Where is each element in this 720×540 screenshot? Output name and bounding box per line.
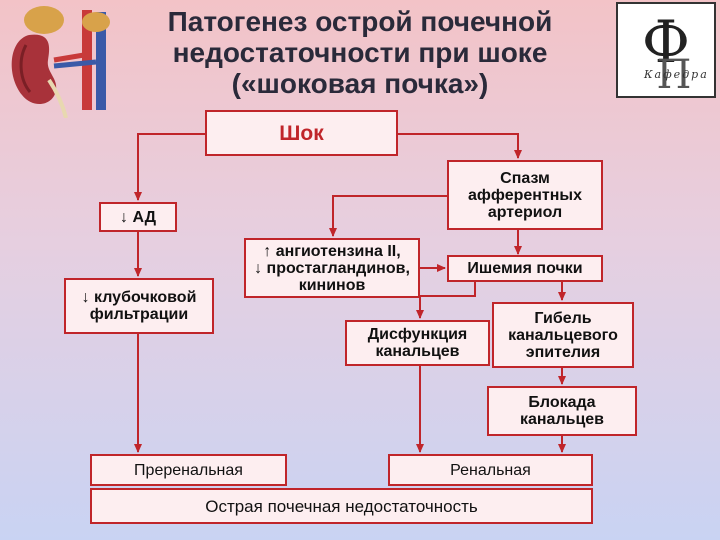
kidney-anatomy-illustration [11,6,110,118]
node-death-label: Гибель канальцевого эпителия [508,309,618,361]
node-death: Гибель канальцевого эпителия [492,302,634,368]
node-blockade-label: Блокада канальцев [519,394,605,428]
node-spasm: Спазм афферентных артериол [447,160,603,230]
logo-caption: Кафедра [644,68,709,81]
node-dysfunction-label: Дисфункция канальцев [367,326,468,360]
node-angiotensin-label: ↑ ангиотензина II, ↓ простагландинов, ки… [254,242,410,294]
department-logo: Ф П Кафедра [616,2,716,98]
node-prerenal-label: Преренальная [134,461,243,479]
node-ad: ↓ АД [99,202,177,232]
node-spasm-label: Спазм афферентных артериол [468,169,582,221]
node-angiotensin: ↑ ангиотензина II, ↓ простагландинов, ки… [244,238,420,298]
node-blockade: Блокада канальцев [487,386,637,436]
slide-title: Патогенез острой почечной недостаточност… [167,6,553,99]
department-monogram-logo: Ф П [642,8,692,98]
node-ad-label: ↓ АД [120,208,156,226]
node-dysfunction: Дисфункция канальцев [345,320,490,366]
node-shock-label: Шок [279,121,324,145]
node-filtration: ↓ клубочковой фильтрации [64,278,214,334]
node-ischemia: Ишемия почки [447,255,603,282]
node-prerenal: Преренальная [90,454,287,486]
node-arf-label: Острая почечная недостаточность [205,496,478,516]
node-arf: Острая почечная недостаточность [90,488,593,524]
node-ischemia-label: Ишемия почки [467,260,583,277]
node-renal-label: Ренальная [450,461,531,479]
node-renal: Ренальная [388,454,593,486]
svg-text:Ф: Ф [642,8,690,76]
node-filtration-label: ↓ клубочковой фильтрации [81,289,197,323]
svg-text:П: П [657,52,692,96]
node-shock: Шок [205,110,398,156]
